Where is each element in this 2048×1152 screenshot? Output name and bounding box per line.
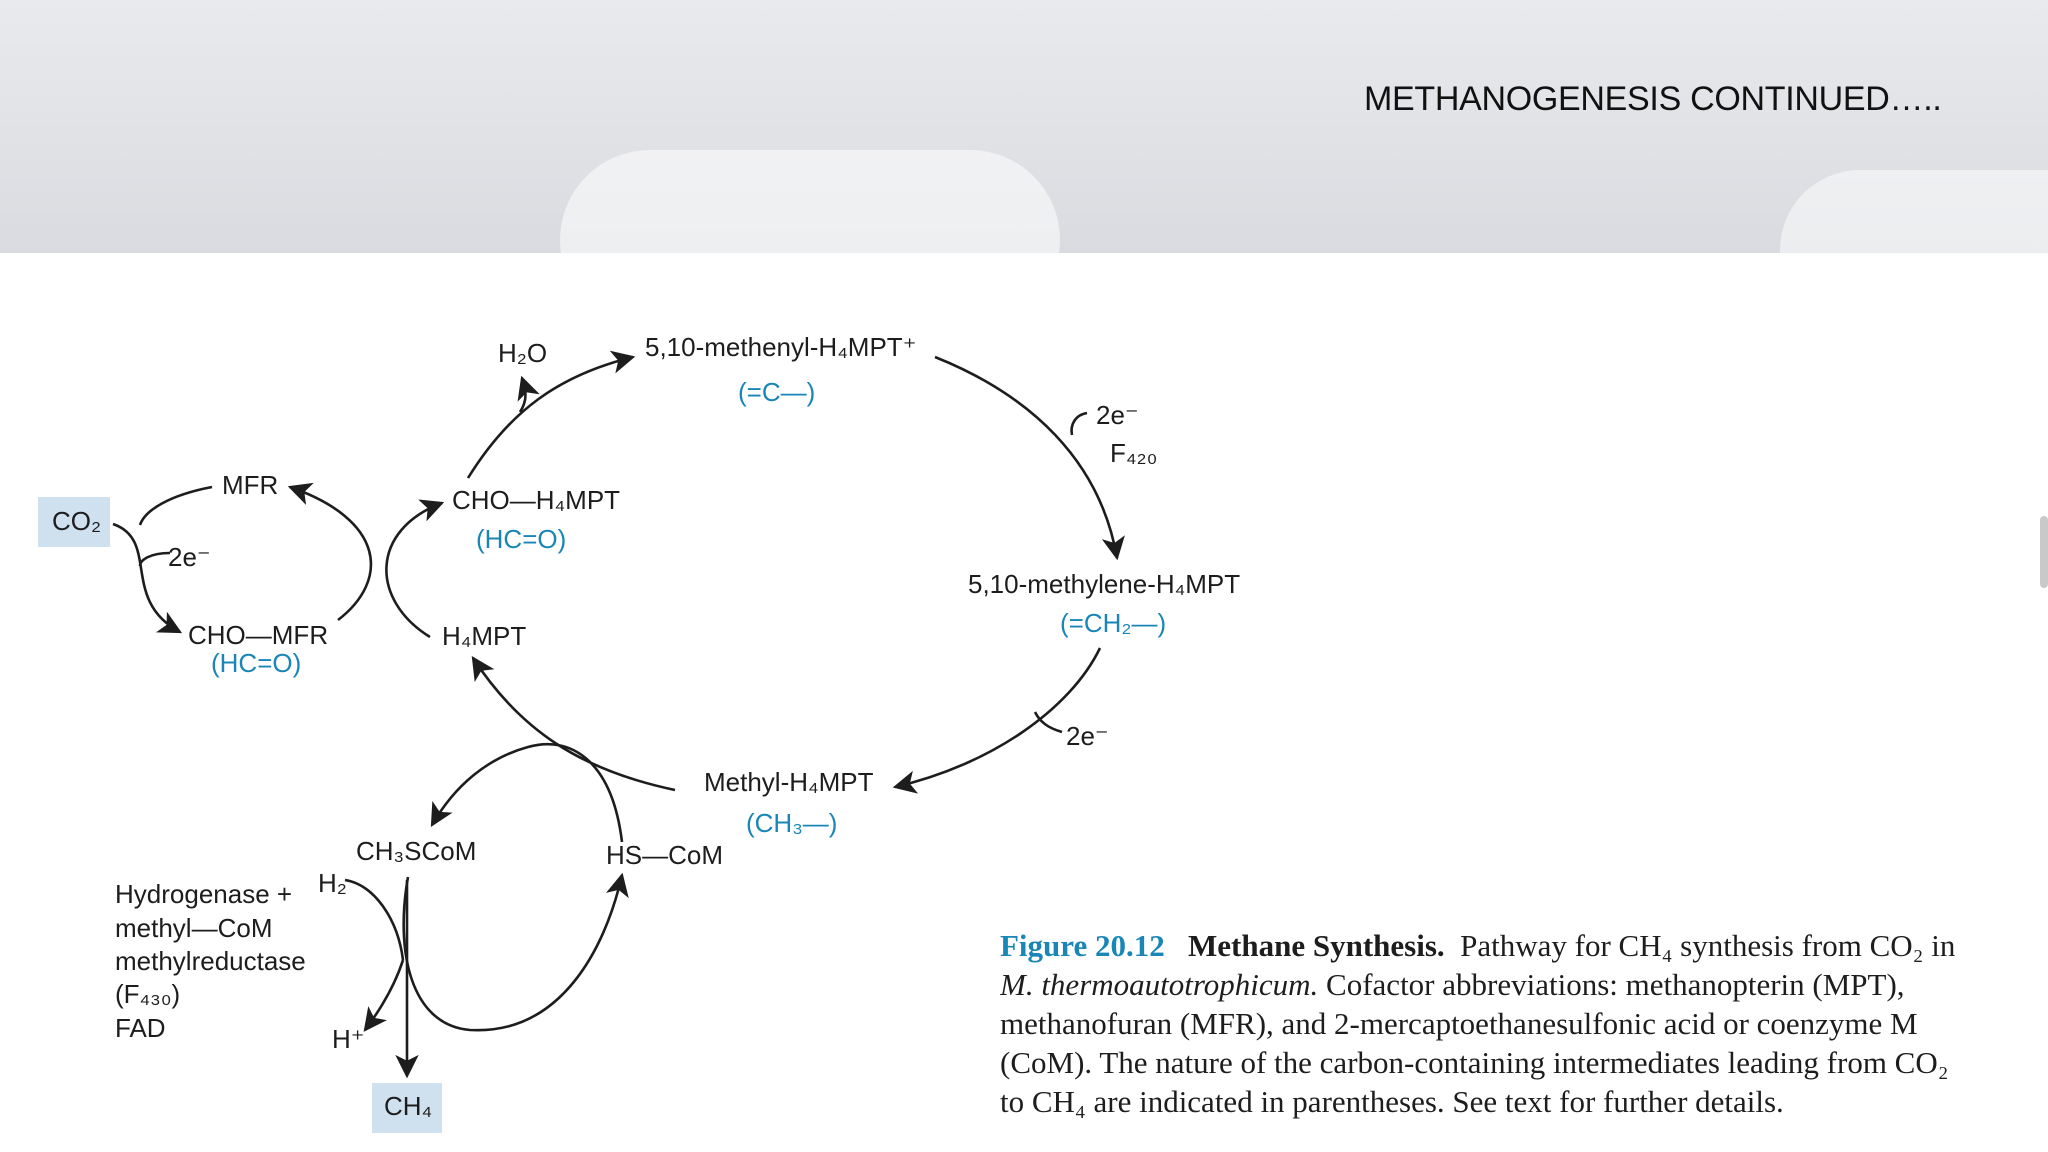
enzyme-line: methylreductase	[115, 946, 306, 976]
methyl-group: (CH₃—)	[746, 808, 837, 838]
arrow-chomfr-to-mfr	[287, 482, 373, 622]
caption-line: (CoM). The nature of the carbon-containi…	[1000, 1045, 1949, 1080]
arrow-methylene-to-methyl	[892, 647, 1102, 794]
ch4-box	[372, 1083, 442, 1133]
arrow-methenyl-to-methylene	[934, 355, 1125, 561]
caption-line: methanofuran (MFR), and 2-mercaptoethane…	[1000, 1006, 1918, 1041]
ch4-label: CH₄	[384, 1091, 432, 1121]
figure-caption: Figure 20.12 Methane Synthesis. Pathway …	[1000, 926, 2040, 1121]
co2-box	[38, 497, 110, 547]
caption-text: Pathway for CH₄ synthesis from CO₂ in	[1460, 928, 1956, 963]
caption-text: Cofactor abbreviations: methanopterin (M…	[1326, 967, 1905, 1002]
arrow-hscom-to-ch3scom	[430, 742, 624, 843]
header-banner	[0, 0, 2048, 253]
h2-input	[344, 878, 405, 961]
ch3scom-label: CH₃SCoM	[356, 836, 476, 866]
electron-hook	[138, 551, 171, 567]
electron-label: 2e⁻	[1066, 721, 1109, 751]
arrow-methyl-to-h4mpt	[471, 656, 676, 792]
chohmpt-group: (HC=O)	[476, 524, 566, 554]
slide-title: METHANOGENESIS CONTINUED…..	[1364, 80, 1942, 118]
caption-line: to CH₄ are indicated in parentheses. See…	[1000, 1084, 1784, 1119]
methenyl-group: (=C—)	[738, 377, 815, 407]
arrow-h2o	[517, 375, 540, 413]
scrollbar-thumb[interactable]	[2040, 516, 2048, 588]
methyl-label: Methyl-H₄MPT	[704, 767, 874, 797]
arrow-co2-to-chomfr	[112, 522, 183, 634]
electron-label: 2e⁻	[1096, 400, 1139, 430]
caption-line: Figure 20.12 Methane Synthesis. Pathway …	[1000, 926, 2040, 965]
h2-label: H₂	[318, 868, 347, 898]
electron-hook	[1070, 411, 1088, 436]
enzyme-line: methyl—CoM	[115, 913, 272, 943]
arrow-h4mpt-to-chohmpt	[385, 499, 445, 639]
chomfr-label: CHO—MFR	[188, 620, 328, 650]
chomfr-group: (HC=O)	[211, 648, 301, 678]
methylene-group: (=CH₂—)	[1060, 608, 1166, 638]
arrow-ch3scom-to-hscom	[402, 872, 629, 1032]
electron-hook	[1033, 711, 1063, 734]
figure-title: Methane Synthesis.	[1188, 928, 1445, 963]
banner-decoration	[1780, 170, 2048, 253]
hscom-label: HS—CoM	[606, 840, 723, 870]
arrow-h-plus	[363, 959, 405, 1032]
enzyme-label: Hydrogenase + methyl—CoM methylreductase…	[115, 879, 306, 1043]
enzyme-line: Hydrogenase +	[115, 879, 292, 909]
chohmpt-label: CHO—H₄MPT	[452, 485, 620, 515]
enzyme-line: (F₄₃₀)	[115, 979, 180, 1009]
h-plus-label: H⁺	[332, 1024, 365, 1054]
co2-label: CO₂	[52, 506, 101, 536]
banner-decoration	[560, 150, 1060, 253]
mfr-label: MFR	[222, 470, 278, 500]
organism-name: M. thermoautotrophicum.	[1000, 967, 1319, 1002]
methylene-label: 5,10-methylene-H₄MPT	[968, 569, 1240, 599]
methenyl-label: 5,10-methenyl-H₄MPT⁺	[645, 332, 916, 362]
h2o-label: H₂O	[498, 338, 547, 368]
electron-label: 2e⁻	[168, 542, 211, 572]
caption-line: M. thermoautotrophicum. Cofactor abbrevi…	[1000, 965, 2040, 1004]
enzyme-line: FAD	[115, 1013, 166, 1043]
figure-number: Figure 20.12	[1000, 928, 1165, 963]
h4mpt-label: H₄MPT	[442, 621, 526, 651]
arrow-chohmpt-to-methenyl	[466, 350, 636, 479]
f420-label: F₄₂₀	[1110, 438, 1157, 468]
